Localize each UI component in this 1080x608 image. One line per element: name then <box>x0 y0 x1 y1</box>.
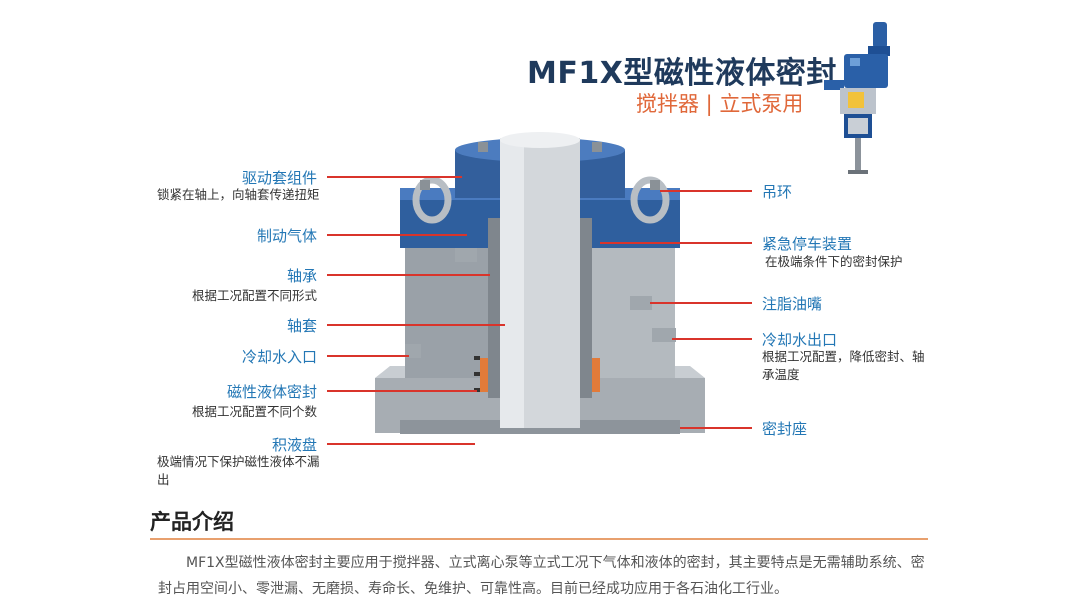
leader-line-coolant-outlet <box>672 338 752 340</box>
leader-line-bearing <box>327 274 490 276</box>
leader-line-grease-nipple <box>650 302 752 304</box>
label-brake-gas-title: 制动气体 <box>256 227 317 245</box>
label-drive-sleeve-note: 锁紧在轴上，向轴套传递扭矩 <box>157 187 320 202</box>
leader-line-seal-seat <box>680 427 752 429</box>
agitator-unit-icon <box>824 22 890 174</box>
intro-heading: 产品介绍 <box>150 510 234 534</box>
page-title: MF1X型磁性液体密封 <box>527 56 837 91</box>
label-coolant-outlet-title: 冷却水出口 <box>762 331 838 349</box>
leader-line-coolant-inlet <box>327 355 409 357</box>
label-lifting-ring-title: 吊环 <box>762 183 793 201</box>
label-magnetic-seal-note: 根据工况配置不同个数 <box>191 404 317 419</box>
leader-line-emergency-stop <box>600 242 752 244</box>
label-drip-tray-note: 极端情况下保护磁性液体不漏出 <box>157 454 320 487</box>
leader-line-drip-tray <box>327 443 475 445</box>
label-grease-nipple-title: 注脂油嘴 <box>762 295 823 313</box>
label-emergency-stop-note: 在极端条件下的密封保护 <box>765 254 903 269</box>
leader-line-brake-gas <box>327 234 467 236</box>
label-coolant-inlet-title: 冷却水入口 <box>241 348 317 366</box>
label-coolant-outlet-note: 根据工况配置，降低密封、轴承温度 <box>762 349 925 382</box>
intro-divider <box>150 538 928 540</box>
label-shaft-sleeve-title: 轴套 <box>286 317 317 335</box>
seal-cutaway-illustration <box>375 132 705 434</box>
intro-body: MF1X型磁性液体密封主要应用于搅拌器、立式离心泵等立式工况下气体和液体的密封，… <box>158 555 925 597</box>
leader-line-magnetic-seal <box>327 390 477 392</box>
label-seal-seat-title: 密封座 <box>762 420 808 438</box>
label-drip-tray-title: 积液盘 <box>271 436 317 454</box>
leader-line-drive-sleeve <box>327 176 462 178</box>
page-subtitle: 搅拌器 | 立式泵用 <box>636 92 804 116</box>
leader-line-shaft-sleeve <box>327 324 505 326</box>
label-bearing-note: 根据工况配置不同形式 <box>191 288 317 303</box>
leader-line-lifting-ring <box>660 190 752 192</box>
label-drive-sleeve-title: 驱动套组件 <box>241 169 317 187</box>
label-magnetic-seal-title: 磁性液体密封 <box>226 383 317 401</box>
label-bearing-title: 轴承 <box>286 267 317 285</box>
label-emergency-stop-title: 紧急停车装置 <box>762 235 853 253</box>
